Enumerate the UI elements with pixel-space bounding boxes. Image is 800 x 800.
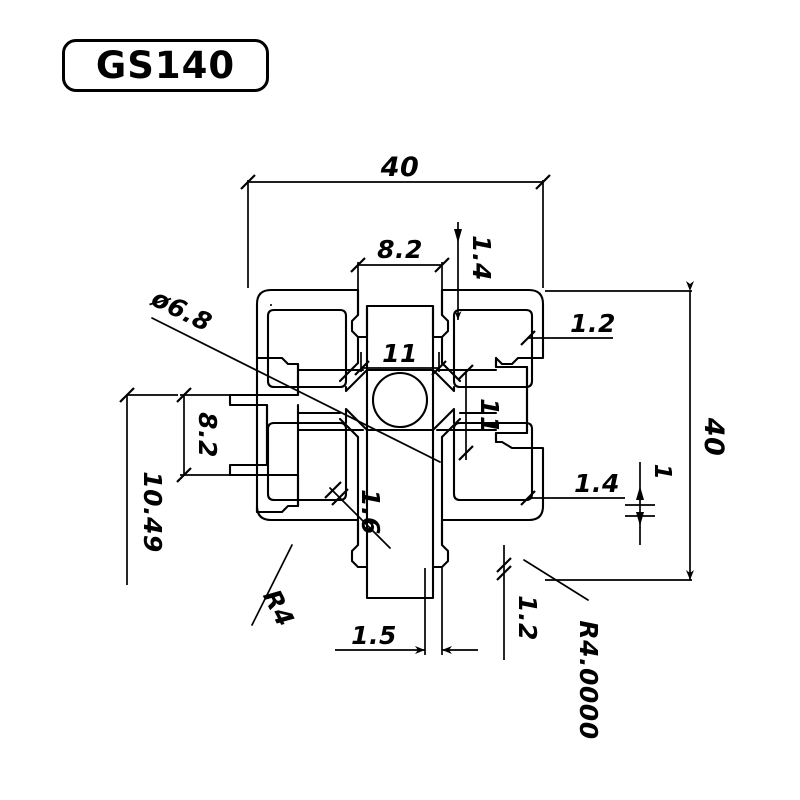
dim-bottom-web-thickness: 1.5 bbox=[335, 568, 478, 655]
dim-right-wall-thickness: 1.2 bbox=[520, 309, 616, 346]
dim-left-slot-opening: 8.2 bbox=[176, 387, 296, 483]
dim-top-slot-opening: 8.2 bbox=[350, 235, 450, 292]
dim-lip-gap: 1 bbox=[625, 462, 675, 545]
dim-corner-radius-left: R4 bbox=[251, 544, 300, 632]
dim-core-height: 11 bbox=[458, 364, 504, 461]
dim-label-right-wall-thickness: 1.2 bbox=[570, 309, 616, 338]
dim-overall-width: 40 bbox=[240, 152, 551, 288]
dim-label-corner-radius-left: R4 bbox=[257, 585, 300, 632]
dim-label-core-width: 11 bbox=[382, 339, 418, 368]
dim-label-left-flange-span: 10.49 bbox=[138, 471, 167, 553]
title-badge-label: GS140 bbox=[95, 44, 236, 87]
dim-label-lower-lip-height: 1.4 bbox=[574, 469, 620, 498]
dim-label-rib-thickness: 1.6 bbox=[356, 489, 385, 535]
dim-left-flange-span: 10.49 bbox=[119, 387, 178, 585]
dim-label-overall-height: 40 bbox=[698, 417, 729, 457]
dim-bottom-wall: 1.2 bbox=[496, 545, 542, 660]
dim-rib-thickness: 1.6 bbox=[324, 481, 391, 549]
dim-label-corner-radius-right: R4.0000 bbox=[574, 620, 603, 739]
dim-lower-lip-height: 1.4 bbox=[520, 469, 625, 506]
dim-label-left-slot-opening: 8.2 bbox=[193, 412, 222, 458]
dim-label-lip-gap: 1 bbox=[649, 464, 675, 481]
dim-label-core-height: 11 bbox=[475, 398, 504, 434]
dim-label-bottom-wall: 1.2 bbox=[513, 595, 542, 641]
dim-label-bottom-web-thickness: 1.5 bbox=[351, 621, 397, 650]
dim-core-width: 11 bbox=[354, 339, 447, 376]
dim-label-overall-width: 40 bbox=[380, 152, 420, 183]
dim-label-top-lip-thickness: 1.4 bbox=[467, 235, 496, 281]
dim-overall-height: 40 bbox=[545, 281, 729, 581]
dim-top-lip-thickness: 1.4 bbox=[454, 222, 496, 320]
title-badge: GS140 bbox=[62, 39, 269, 92]
dim-label-top-slot-opening: 8.2 bbox=[377, 235, 423, 264]
profile-outline bbox=[228, 288, 545, 600]
dim-label-bore-diameter: ø6.8 bbox=[146, 283, 217, 338]
dim-corner-radius-right: R4.0000 bbox=[523, 559, 603, 740]
